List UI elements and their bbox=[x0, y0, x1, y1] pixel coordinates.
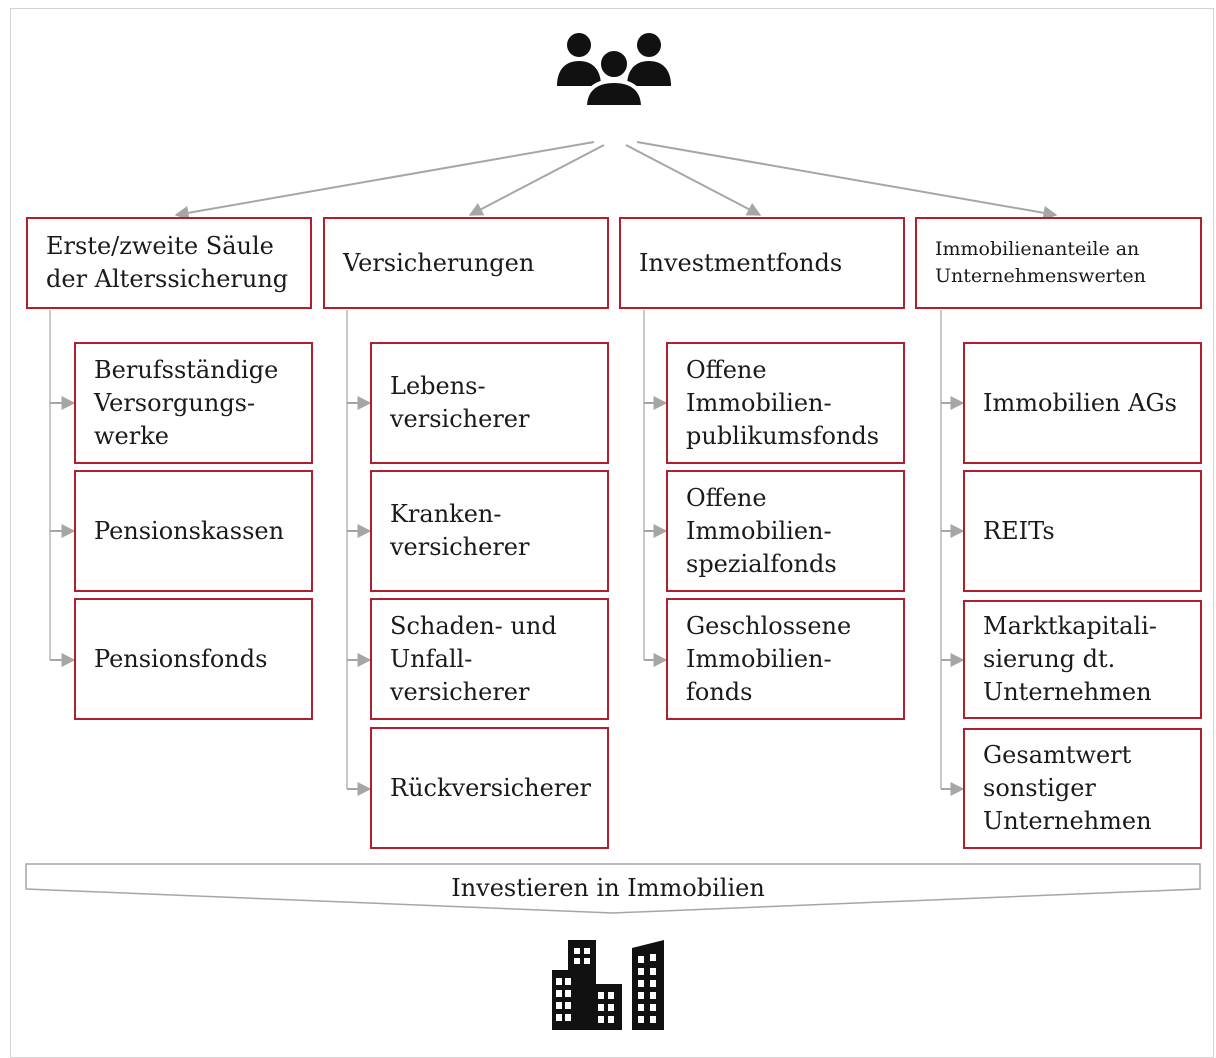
item-box: Berufsständige Versorgungs- werke bbox=[74, 342, 313, 464]
item-box: Pensionskassen bbox=[74, 470, 313, 592]
column-header-pensions: Erste/zweite Säule der Alterssicherung bbox=[26, 217, 312, 309]
invest-band-label: Investieren in Immobilien bbox=[451, 874, 765, 902]
item-box: Pensionsfonds bbox=[74, 598, 313, 720]
column-header-company-real-estate: Immobilienanteile an Unternehmenswerten bbox=[915, 217, 1202, 309]
item-box: Gesamtwert sonstiger Unternehmen bbox=[963, 728, 1202, 849]
item-box: Marktkapitali- sierung dt. Unternehmen bbox=[963, 600, 1202, 719]
item-box: Geschlossene Immobilien- fonds bbox=[666, 598, 905, 720]
item-box: Rückversicherer bbox=[370, 727, 609, 849]
item-box: Kranken- versicherer bbox=[370, 470, 609, 592]
item-box: Offene Immobilien- publikumsfonds bbox=[666, 342, 905, 464]
item-box: Schaden- und Unfall- versicherer bbox=[370, 598, 609, 720]
office-buildings-icon bbox=[552, 940, 664, 1030]
column-header-insurance: Versicherungen bbox=[323, 217, 609, 309]
item-box: REITs bbox=[963, 470, 1202, 592]
fanout-arrow-4 bbox=[636, 141, 1058, 220]
item-box: Lebens- versicherer bbox=[370, 342, 609, 464]
invest-band-shape bbox=[25, 863, 1201, 914]
item-box: Immobilien AGs bbox=[963, 342, 1202, 464]
fanout-arrow-2 bbox=[468, 144, 605, 216]
fanout-arrow-3 bbox=[625, 144, 762, 216]
column-header-investment-funds: Investmentfonds bbox=[619, 217, 905, 309]
fanout-arrow-1 bbox=[174, 141, 595, 220]
people-group-icon bbox=[557, 33, 671, 108]
item-box: Offene Immobilien- spezialfonds bbox=[666, 470, 905, 592]
